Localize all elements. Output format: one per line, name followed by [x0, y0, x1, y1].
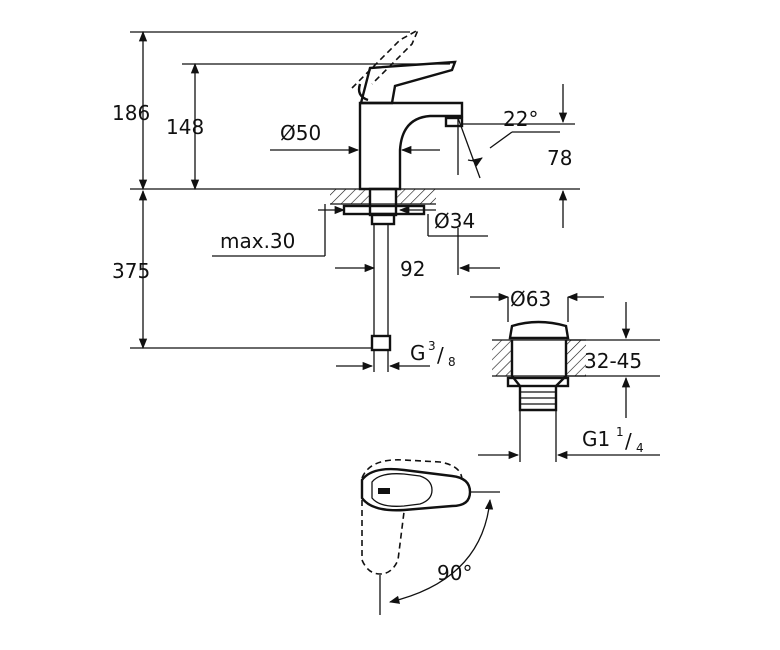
label-g114-num: 1 — [616, 425, 624, 439]
hose-connector — [370, 334, 392, 352]
waste-cap — [508, 320, 570, 340]
label-148: 148 — [166, 115, 204, 139]
label-diameter-50: Ø50 — [280, 121, 321, 145]
spout-angle-ray — [457, 117, 481, 179]
lever-plan-dashed-top — [361, 459, 463, 481]
labels: 186 148 Ø50 22° 78 Ø34 max.30 92 375 G 3… — [112, 101, 644, 585]
rotation-arc — [388, 498, 494, 604]
lever-hinge — [357, 83, 369, 102]
angle-leader — [489, 131, 513, 149]
faucet-side-view — [130, 28, 580, 372]
label-g38-num: 3 — [428, 339, 436, 353]
label-diameter-34: Ø34 — [434, 209, 475, 233]
hose-braided — [373, 223, 389, 337]
basin-hatch-left — [492, 340, 512, 376]
label-diameter-63: Ø63 — [510, 287, 551, 311]
label-g38-slash: / — [437, 343, 444, 367]
label-32-45: 32-45 — [584, 349, 642, 373]
lever-plan-logo — [378, 488, 390, 494]
label-angle-22: 22° — [503, 107, 538, 131]
label-375: 375 — [112, 259, 150, 283]
label-186: 186 — [112, 101, 150, 125]
label-g114-main: G1 — [582, 427, 610, 451]
label-rotation-90: 90° — [437, 561, 472, 585]
deck-hatch-right — [396, 189, 436, 204]
lever-solid — [359, 60, 457, 105]
faucet-body — [358, 101, 464, 191]
waste-nut — [506, 376, 570, 388]
waste-drain — [470, 292, 660, 462]
basin-hatch-right — [566, 340, 586, 376]
angle-arc — [467, 157, 483, 167]
label-78: 78 — [547, 146, 572, 170]
label-92: 92 — [400, 257, 425, 281]
mount-stud — [368, 187, 398, 217]
deck-hatch-left — [330, 189, 370, 204]
lever-raised-dashed — [351, 28, 420, 89]
label-g114-den: 4 — [636, 441, 644, 455]
waste-body — [510, 340, 568, 412]
lever-top-view — [360, 459, 500, 615]
label-g114-slash: / — [625, 429, 632, 453]
label-g38-den: 8 — [448, 355, 456, 369]
label-g38-main: G — [410, 341, 426, 365]
label-max-30: max.30 — [220, 229, 295, 253]
spout-aerator — [444, 116, 464, 128]
